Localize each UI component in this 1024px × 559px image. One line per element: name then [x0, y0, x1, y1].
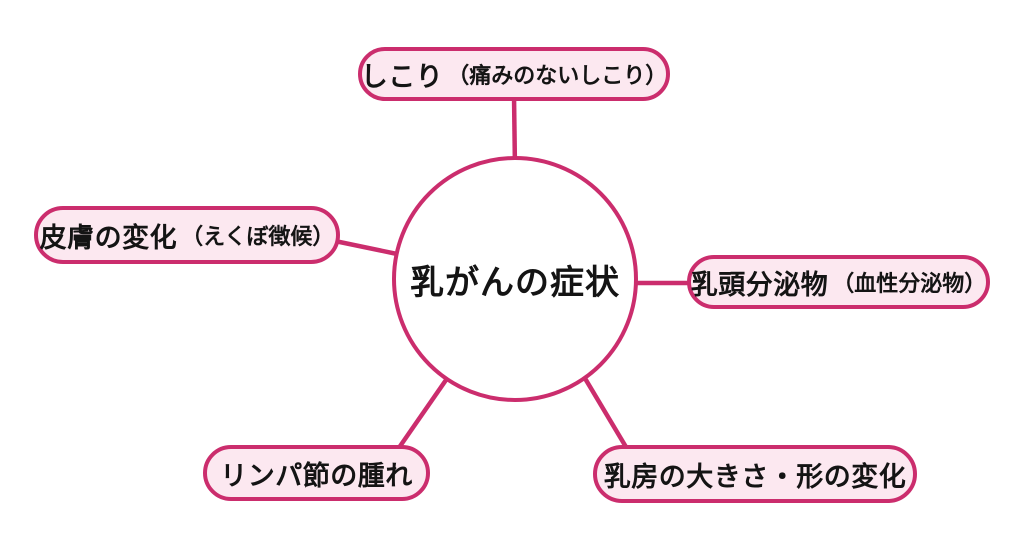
node-lymph-node: リンパ節の腫れ: [203, 445, 430, 501]
node-size-shape-label: 乳房の大きさ・形の変化: [603, 461, 907, 492]
node-lump: しこり （痛みのないしこり）: [358, 47, 670, 101]
node-nipple-discharge-label: 乳頭分泌物: [690, 269, 829, 300]
node-skin-change: 皮膚の変化 （えくぼ徴候）: [34, 206, 340, 264]
node-size-shape: 乳房の大きさ・形の変化: [593, 445, 917, 503]
node-skin-change-label: 皮膚の変化: [39, 222, 178, 253]
node-skin-change-sublabel: （えくぼ徴候）: [181, 224, 335, 249]
center-node-title: 乳がんの症状: [410, 263, 620, 302]
node-lump-label: しこり: [360, 61, 444, 92]
center-node: 乳がんの症状: [392, 156, 638, 402]
connector-left: [329, 237, 403, 258]
node-nipple-discharge: 乳頭分泌物 （血性分泌物）: [687, 255, 990, 309]
connector-bottom-left: [394, 378, 448, 454]
node-lymph-node-label: リンパ節の腫れ: [220, 460, 413, 491]
node-lump-sublabel: （痛みのないしこり）: [447, 63, 668, 88]
node-nipple-discharge-sublabel: （血性分泌物）: [832, 271, 987, 296]
connector-bottom-right: [581, 373, 631, 454]
